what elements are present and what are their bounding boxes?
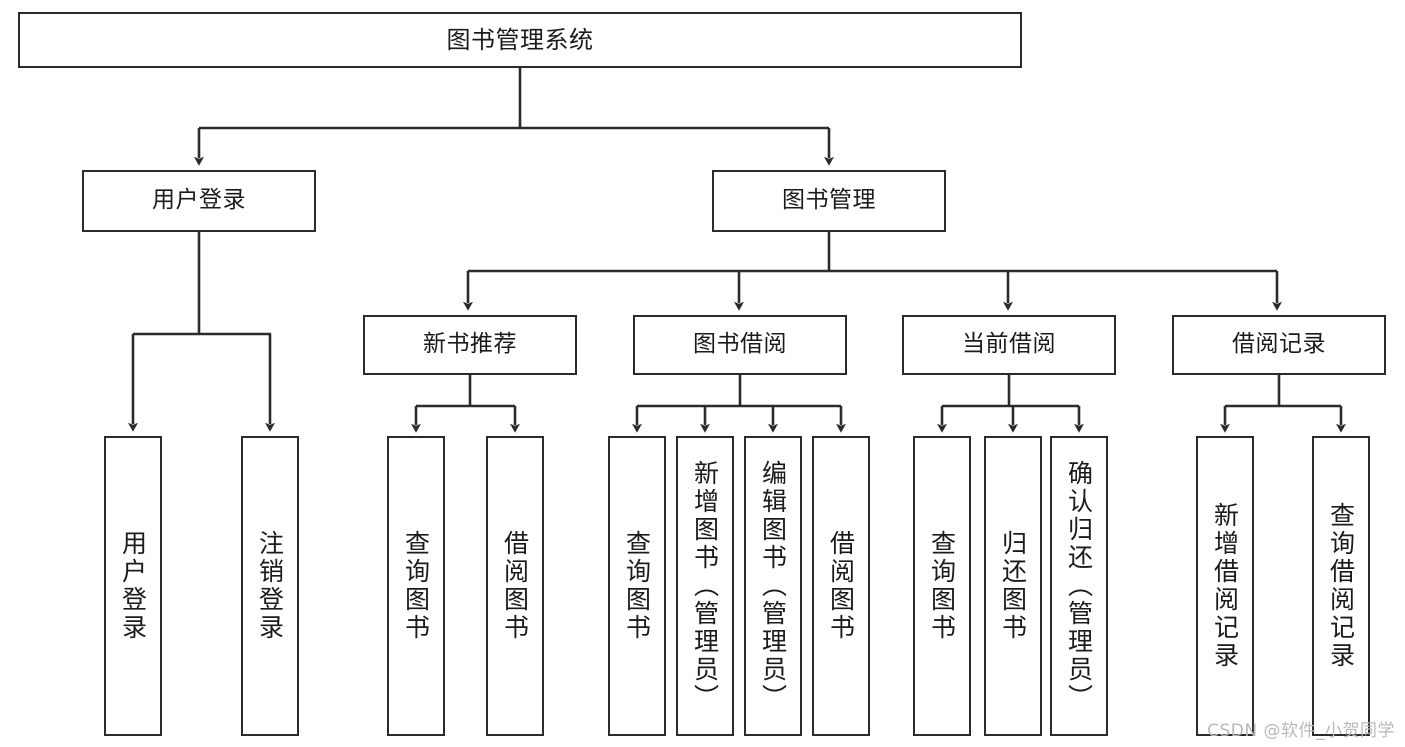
node-label: 图书管理系统	[446, 25, 594, 54]
node-book-management-module[interactable]: 图书管理	[712, 170, 946, 232]
node-label: 图书管理	[782, 187, 876, 214]
leaf-current-query-book[interactable]: 查询图书	[913, 436, 971, 736]
node-label: 查询图书	[622, 530, 652, 642]
csdn-watermark: CSDN @软件_小贺同学	[1207, 721, 1395, 741]
node-label: 借阅图书	[826, 530, 856, 642]
node-book-borrow[interactable]: 图书借阅	[633, 315, 847, 375]
node-label: 查询图书	[927, 530, 957, 642]
node-label: 新增借阅记录	[1210, 502, 1240, 670]
node-label: 归还图书	[998, 530, 1028, 642]
leaf-new-borrow-book[interactable]: 借阅图书	[486, 436, 544, 736]
node-label: 借阅记录	[1232, 331, 1326, 358]
leaf-user-login[interactable]: 用户登录	[104, 436, 162, 736]
leaf-borrow-edit-book-admin[interactable]: 编辑图书（管理员）	[744, 436, 802, 736]
leaf-new-query-book[interactable]: 查询图书	[387, 436, 445, 736]
leaf-record-query[interactable]: 查询借阅记录	[1312, 436, 1370, 736]
node-label: 查询图书	[401, 530, 431, 642]
node-label: 图书借阅	[693, 331, 787, 358]
node-borrow-record[interactable]: 借阅记录	[1172, 315, 1386, 375]
node-label: 用户登录	[152, 187, 246, 214]
leaf-record-add[interactable]: 新增借阅记录	[1196, 436, 1254, 736]
node-label: 当前借阅	[962, 331, 1056, 358]
node-label: 注销登录	[255, 530, 285, 642]
node-root-system[interactable]: 图书管理系统	[18, 12, 1022, 68]
leaf-current-confirm-return-admin[interactable]: 确认归还（管理员）	[1050, 436, 1108, 736]
leaf-borrow-lend-book[interactable]: 借阅图书	[812, 436, 870, 736]
node-label: 新增图书（管理员）	[690, 460, 720, 712]
leaf-borrow-query-book[interactable]: 查询图书	[608, 436, 666, 736]
node-label: 确认归还（管理员）	[1064, 460, 1094, 712]
node-user-login-module[interactable]: 用户登录	[82, 170, 316, 232]
node-new-book-recommend[interactable]: 新书推荐	[363, 315, 577, 375]
node-label: 借阅图书	[500, 530, 530, 642]
node-label: 编辑图书（管理员）	[758, 460, 788, 712]
node-label: 查询借阅记录	[1326, 502, 1356, 670]
leaf-user-logout[interactable]: 注销登录	[241, 436, 299, 736]
leaf-current-return-book[interactable]: 归还图书	[984, 436, 1042, 736]
node-label: 用户登录	[118, 530, 148, 642]
leaf-borrow-add-book-admin[interactable]: 新增图书（管理员）	[676, 436, 734, 736]
node-label: 新书推荐	[423, 331, 517, 358]
node-current-borrow[interactable]: 当前借阅	[902, 315, 1116, 375]
